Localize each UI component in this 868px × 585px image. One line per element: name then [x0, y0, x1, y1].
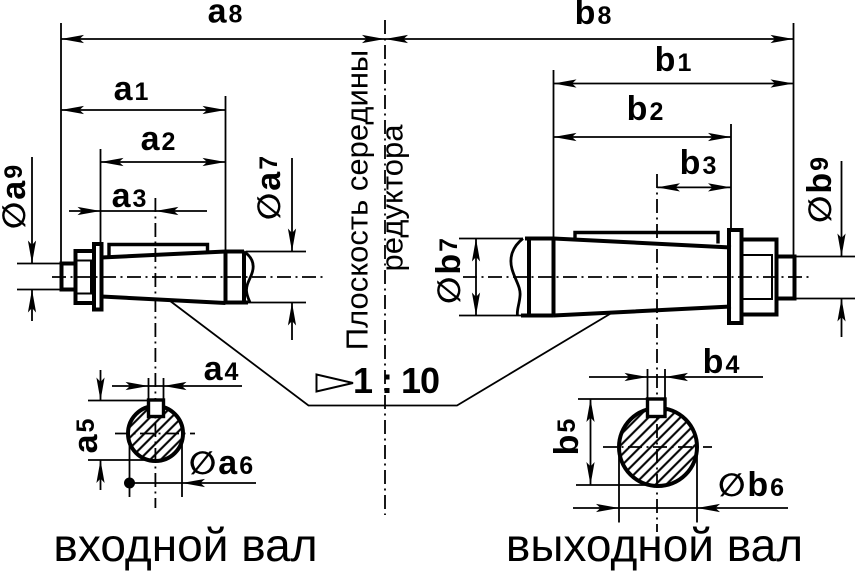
dimension-labels: a8 b8 a1 a2 a3 a4 b1 b2 b3 b4 ∅a6 ∅b6 ∅a… — [0, 0, 839, 504]
dim-label-a4: a4 — [204, 350, 241, 388]
dim-label-b8: b8 — [575, 0, 614, 32]
dim-label-b7: ∅b7 — [430, 236, 468, 304]
dim-label-a6: ∅a6 — [189, 444, 255, 482]
input-shaft-taper — [101, 249, 228, 305]
center-plane: Плоскость середины редуктора — [340, 20, 410, 515]
output-shaft-break-line — [509, 237, 524, 316]
output-section-keyway — [645, 397, 667, 419]
dim-label-a8: a8 — [208, 0, 245, 31]
input-shaft-section — [115, 398, 195, 463]
dim-label-a3: a3 — [112, 177, 149, 215]
taper-value-label: 1 : 10 — [353, 360, 439, 401]
input-shaft-collar — [92, 242, 104, 312]
titles: входной вал выходной вал — [53, 519, 803, 571]
dim-label-b2: b2 — [627, 90, 666, 128]
dim-label-a7: ∅a7 — [250, 154, 288, 220]
dim-a6-dot — [124, 477, 135, 489]
input-shaft-view — [52, 198, 325, 508]
output-shaft-key — [573, 230, 720, 244]
dim-label-b1: b1 — [655, 41, 694, 79]
input-shaft-cylinder — [225, 249, 248, 305]
output-shaft-thread-minor — [743, 254, 773, 300]
dim-label-a9: ∅a9 — [0, 163, 33, 229]
output-shaft-taper — [551, 236, 732, 318]
center-plane-label-line1: Плоскость середины — [340, 50, 375, 350]
output-shaft-cylinder — [521, 236, 554, 318]
dim-label-b6: ∅b6 — [718, 466, 786, 504]
dim-label-a5: a5 — [67, 417, 105, 454]
input-shaft-key — [107, 242, 210, 258]
output-shaft-stub — [774, 254, 797, 301]
output-shaft-view — [463, 174, 812, 532]
center-plane-label-line2: редуктора — [375, 124, 410, 272]
dim-label-b5: b5 — [548, 417, 586, 456]
dim-label-a1: a1 — [114, 70, 151, 108]
taper-annotation: 1 : 10 — [168, 299, 612, 407]
input-shaft-title: входной вал — [53, 519, 317, 571]
dim-label-a2: a2 — [141, 120, 178, 158]
dim-label-b3: b3 — [680, 144, 719, 182]
output-shaft-title: выходной вал — [506, 519, 803, 571]
dim-label-b9: ∅b9 — [801, 155, 839, 223]
taper-symbol-icon — [315, 373, 354, 393]
output-shaft-section — [603, 397, 712, 488]
extension-lines — [17, 23, 855, 523]
taper-leader-line — [168, 299, 612, 407]
input-section-keyway — [146, 398, 166, 419]
input-shaft-thread-minor — [76, 259, 92, 295]
input-shaft-break-line — [243, 250, 255, 303]
dim-label-b4: b4 — [703, 343, 742, 381]
